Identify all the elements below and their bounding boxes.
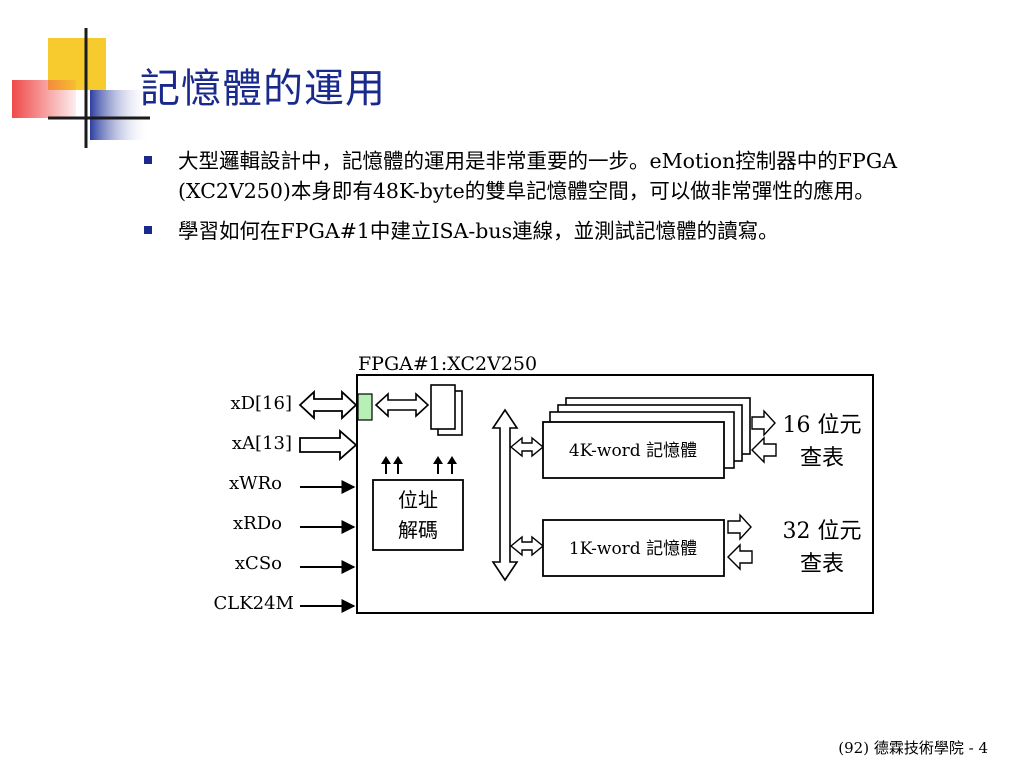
deco-red-block xyxy=(12,80,76,118)
signal-label-xa: xA[13] xyxy=(232,433,292,454)
lut32-label-line2: 查表 xyxy=(800,552,844,577)
internal-bus-arrow-icon xyxy=(374,392,430,418)
square-bullet-icon xyxy=(144,156,152,164)
signal-label-xrd: xRDo xyxy=(233,513,282,534)
lut16-label-line2: 查表 xyxy=(800,446,844,471)
signal-label-xd: xD[16] xyxy=(230,393,292,414)
signal-label-xwr: xWRo xyxy=(229,473,282,494)
bullet-list: 大型邏輯設計中，記憶體的運用是非常重要的一步。eMotion控制器中的FPGA … xyxy=(140,146,980,256)
register-block xyxy=(430,384,456,430)
square-bullet-icon xyxy=(144,226,152,234)
memory-1k-label: 1K-word 記憶體 xyxy=(569,539,697,559)
data-buffer-block xyxy=(357,393,373,421)
corner-decoration xyxy=(12,28,150,148)
bullet-text: 大型邏輯設計中，記憶體的運用是非常重要的一步。eMotion控制器中的FPGA … xyxy=(178,149,897,203)
lut16-label-line1: 16 位元 xyxy=(783,413,862,438)
signal-label-xcs: xCSo xyxy=(235,553,282,574)
chip-label: FPGA#1:XC2V250 xyxy=(358,353,537,375)
bullet-item: 學習如何在FPGA#1中建立ISA-bus連線，並測試記憶體的讀寫。 xyxy=(140,216,980,246)
lut16-out-arrow-icon xyxy=(751,409,776,437)
lut32-in-arrow-icon xyxy=(727,543,753,571)
xd-bidirectional-arrow-icon xyxy=(298,389,358,421)
lut32-label-line1: 32 位元 xyxy=(783,519,862,544)
bullet-text: 學習如何在FPGA#1中建立ISA-bus連線，並測試記憶體的讀寫。 xyxy=(178,219,779,243)
footer-page-number: (92) 德霖技術學院 - 4 xyxy=(838,739,988,757)
memory-4k-label: 4K-word 記憶體 xyxy=(569,441,697,461)
decoder-label-line2: 解碼 xyxy=(398,518,438,542)
bullet-item: 大型邏輯設計中，記憶體的運用是非常重要的一步。eMotion控制器中的FPGA … xyxy=(140,146,980,206)
xa-block-arrow-icon xyxy=(299,429,358,461)
decoder-label-line1: 位址 xyxy=(398,488,438,512)
decoder-input-arrows xyxy=(381,456,457,474)
deco-blue-block xyxy=(90,90,150,140)
address-decoder-box xyxy=(372,479,464,551)
memory-4k-box xyxy=(542,421,725,479)
memory-1k-box xyxy=(542,519,725,577)
lut16-in-arrow-icon xyxy=(751,436,777,464)
signal-label-clk: CLK24M xyxy=(213,593,294,614)
lut32-out-arrow-icon xyxy=(727,513,752,541)
slide-title: 記憶體的運用 xyxy=(140,66,386,112)
internal-bus-vertical-arrow-icon xyxy=(491,408,519,582)
